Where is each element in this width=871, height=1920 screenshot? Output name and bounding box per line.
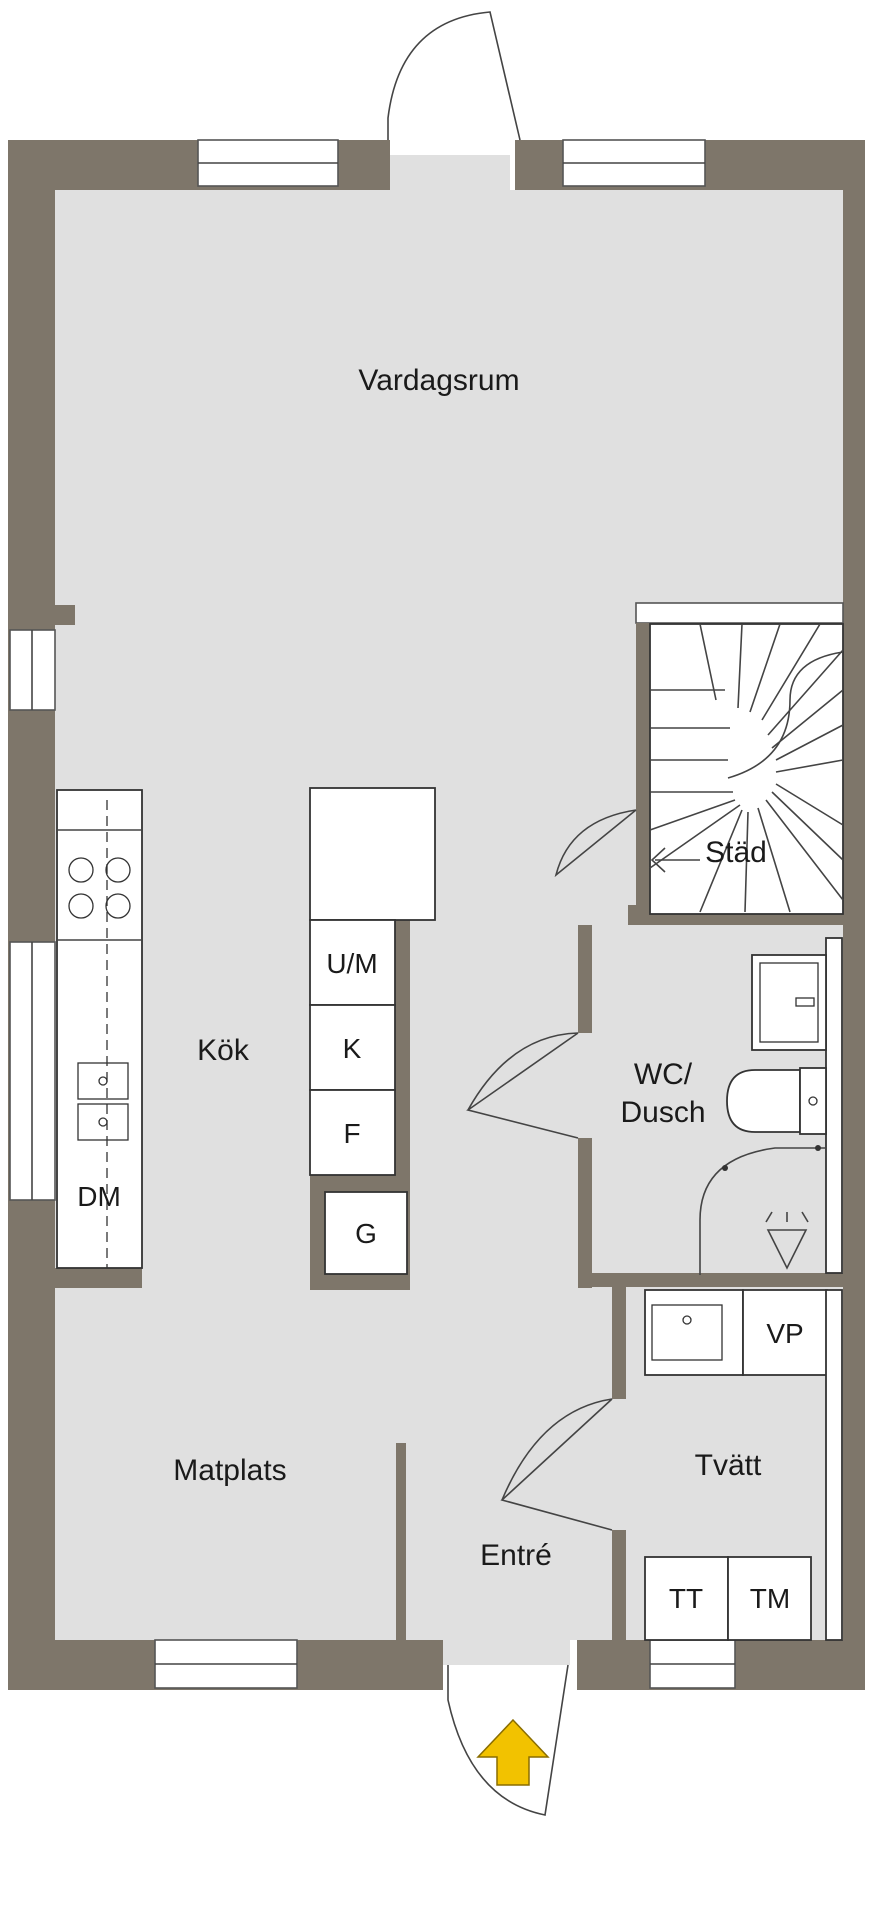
label-wc-line2: Dusch <box>620 1096 705 1129</box>
vp-cabinet <box>644 1289 744 1376</box>
window-stair <box>635 602 844 624</box>
label-g: G <box>355 1218 377 1249</box>
door-tvatt <box>500 1398 613 1531</box>
appliance-k <box>309 1004 396 1091</box>
label-matplats: Matplats <box>173 1454 286 1487</box>
entrance-arrow-icon <box>476 1718 550 1786</box>
laundry-fixtures: VP TT TM <box>644 1289 843 1641</box>
appliance-tm <box>727 1556 812 1641</box>
kitchen-counter: DM <box>56 789 143 1269</box>
label-tt: TT <box>669 1583 703 1614</box>
stove-icon <box>68 857 131 919</box>
label-vardagsrum: Vardagsrum <box>358 364 519 397</box>
label-kok: Kök <box>197 1034 250 1067</box>
room-labels: Vardagsrum Kök Matplats Entré WC/ Dusch … <box>173 364 767 1572</box>
label-f: F <box>343 1118 360 1149</box>
label-wc-line1: WC/ <box>634 1058 693 1091</box>
appliance-um <box>309 919 396 1006</box>
wc-fixtures <box>699 937 843 1275</box>
door-top <box>387 11 521 141</box>
label-vp: VP <box>766 1318 803 1349</box>
door-bottom <box>447 1664 569 1816</box>
door-stad <box>554 809 637 878</box>
appliance-f <box>309 1089 396 1176</box>
appliance-vp <box>742 1289 828 1376</box>
washbasin-icon <box>751 954 827 1051</box>
label-tvatt: Tvätt <box>695 1449 762 1482</box>
kitchen-island: U/M K F G <box>309 787 436 1275</box>
shower-icon <box>699 1145 826 1275</box>
label-um: U/M <box>326 948 377 979</box>
toilet-icon <box>726 1067 827 1135</box>
label-k: K <box>343 1033 362 1064</box>
staircase <box>649 623 844 915</box>
sink-icon <box>77 1062 129 1141</box>
label-tm: TM <box>750 1583 790 1614</box>
door-wc <box>466 1032 579 1139</box>
label-dm: DM <box>77 1181 121 1212</box>
doors <box>387 11 637 1816</box>
label-stad: Städ <box>705 836 767 869</box>
utility-sink-icon <box>651 1304 723 1361</box>
windows <box>9 139 844 1689</box>
appliance-g <box>324 1191 408 1275</box>
label-entre: Entré <box>480 1539 552 1572</box>
